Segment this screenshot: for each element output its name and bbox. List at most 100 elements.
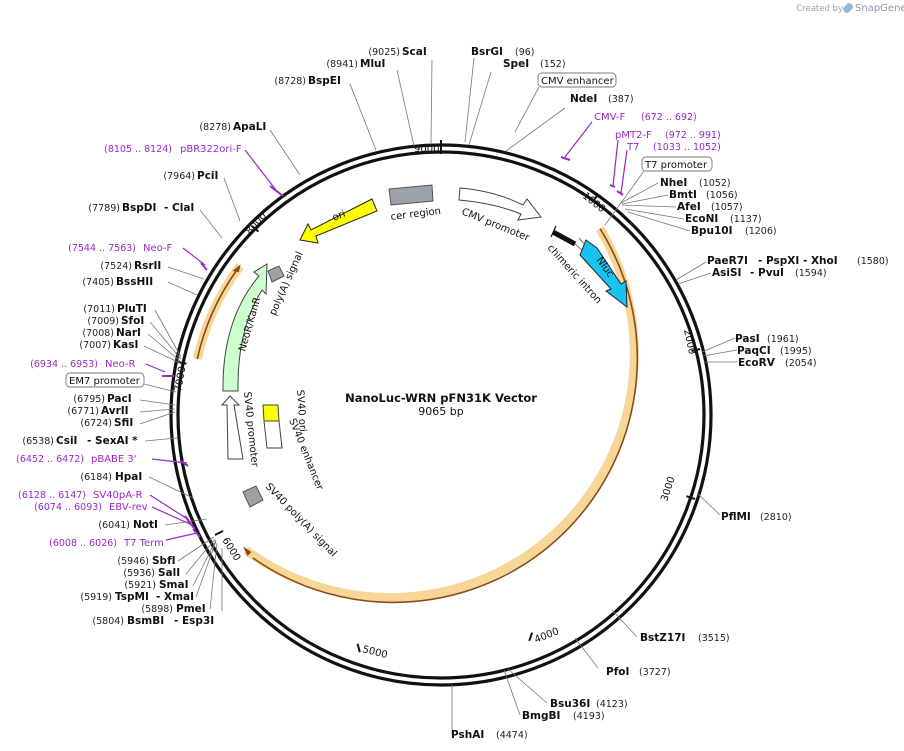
site-name-scai: ScaI [402, 46, 427, 58]
site-name-paqci: PaqCI [737, 345, 771, 357]
tick-label-3000: 3000 [659, 475, 677, 503]
site-pos-kasi: (7007) [79, 340, 111, 351]
site-name-sfii: SfiI [114, 417, 133, 429]
site-name-bsmbi: BsmBI [127, 615, 164, 627]
neokan-feature-arrow [222, 263, 268, 392]
site-name-bmti: BmtI [669, 189, 697, 201]
site-name-pluti: PluTI [117, 303, 147, 315]
tick-label-2000: 2000 [681, 328, 697, 355]
primer-pbabe3-marker [180, 460, 189, 467]
site-name-pmei: PmeI [176, 603, 206, 615]
site-name-bspei: BspEI [308, 75, 341, 87]
sv40-promoter-label: SV40 promoter [241, 391, 260, 468]
site-name-csii: CsiI [56, 435, 77, 447]
primer-range-t7: (1033 .. 1052) [653, 142, 721, 153]
sv40-polya-label: SV40 poly(A) signal [263, 481, 339, 559]
snapgene-logo-icon [843, 3, 853, 13]
site-name-bstz17i: BstZ17I [640, 632, 685, 644]
primer-name-t7-term: T7 Term [123, 538, 164, 549]
cmv-enhancer-leader [514, 86, 540, 133]
site-name-spei: SpeI [503, 58, 529, 70]
leader-lines [139, 57, 738, 734]
site-name-paer7i: PaeR7I [707, 255, 748, 267]
site-extra-xmai: - XmaI [156, 591, 194, 603]
site-pos-csii: (6538) [22, 436, 54, 447]
site-name-pfoi: PfoI [606, 666, 629, 678]
site-name-sbfi: SbfI [152, 555, 176, 567]
site-name-asisi: AsiSI [712, 267, 741, 279]
site-pos-bsmbi: (5804) [92, 616, 124, 627]
site-pos-afei: (1057) [711, 202, 743, 213]
primer-neo-f-marker [200, 262, 208, 271]
site-pos-pluti: (7011) [83, 304, 115, 315]
intron-bar [551, 229, 577, 247]
creator-credit: Created by SnapGene [796, 3, 904, 14]
primer-range-neo-f: (7544 .. 7563) [68, 243, 136, 254]
primer-labels: (8105 .. 8124) pBR322ori-F (7544 .. 7563… [16, 112, 721, 549]
site-pos-pcii: (7964) [163, 171, 195, 182]
site-extra-pspxi-xhoi: - PspXI - XhoI [758, 255, 838, 267]
site-pos-pmei: (5898) [141, 604, 173, 615]
site-pos-apali: (8278) [199, 122, 231, 133]
t7-promoter-label: T7 promoter [644, 160, 708, 171]
site-name-paci: PacI [107, 393, 132, 405]
cmv-promoter-arrow [458, 187, 542, 221]
site-name-sfoi: SfoI [121, 315, 144, 327]
nluc-feature-arrow [579, 239, 628, 309]
site-pos-bmgbi: (4193) [573, 711, 605, 722]
polya-box [267, 265, 285, 283]
primer-name-pbabe3: pBABE 3' [91, 454, 137, 465]
primer-name-neo-f: Neo-F [143, 243, 173, 254]
primer-name-cmv-f: CMV-F [594, 112, 625, 123]
site-pos-hpai: (6184) [80, 472, 112, 483]
orf-highlight-large [243, 226, 639, 603]
site-pos-tspmi: (5919) [80, 592, 112, 603]
primer-pbr322ori-f-marker [269, 185, 284, 197]
orf-arrowhead-large-icon [243, 546, 252, 556]
site-pos-bsrgi: (96) [515, 47, 535, 58]
primer-leaders [145, 121, 628, 541]
brand-name: SnapGene [855, 3, 904, 14]
site-pos-paci: (6795) [73, 394, 105, 405]
primer-range-pmt2-f: (972 .. 991) [665, 130, 721, 141]
site-name-noti: NotI [133, 519, 158, 531]
site-name-sali: SalI [158, 567, 180, 579]
site-pos-pasi: (1961) [767, 334, 799, 345]
site-pos-paqci: (1995) [780, 346, 812, 357]
site-pos-bspei: (8728) [274, 76, 306, 87]
site-pos-bsshii: (7405) [82, 277, 114, 288]
site-name-bsshii: BssHII [116, 276, 153, 288]
sv40-ori-box [262, 404, 280, 422]
site-pos-nhei: (1052) [699, 178, 731, 189]
sv40-enhancer-box [263, 420, 283, 449]
primer-range-t7-term: (6008 .. 6026) [49, 538, 117, 549]
primer-range-neo-r: (6934 .. 6953) [30, 359, 98, 370]
cmv-enhancer-label: CMV enhancer [541, 76, 615, 87]
site-pos-bstz17i: (3515) [698, 633, 730, 644]
site-name-ndei: NdeI [570, 93, 597, 105]
primer-markers [162, 156, 624, 538]
site-name-bsu36i: Bsu36I [550, 698, 590, 710]
site-name-pflmi: PflMI [721, 511, 751, 523]
site-pos-smai: (5921) [124, 580, 156, 591]
site-pos-mlui: (8941) [326, 59, 358, 70]
site-name-ecorv: EcoRV [738, 357, 776, 369]
site-name-mlui: MluI [360, 58, 385, 70]
site-name-rsrii: RsrII [134, 260, 161, 272]
site-extra-pvui: - PvuI [750, 267, 784, 279]
site-name-nhei: NheI [660, 177, 687, 189]
site-pos-pflmi: (2810) [760, 512, 792, 523]
site-name-bpu10i: Bpu10I [691, 225, 733, 237]
tick-label-9000: 9000 [414, 144, 439, 155]
primer-name-sv40pa-r: SV40pA-R [93, 490, 142, 501]
cer-region-box [388, 184, 434, 206]
site-pos-bsu36i: (4123) [596, 699, 628, 710]
intron-cap-left [550, 225, 557, 238]
primer-pmt2-t7-markers [609, 184, 624, 196]
site-pos-sfii: (6724) [80, 418, 112, 429]
primer-name-neo-r: Neo-R [105, 359, 136, 370]
site-pos-econi: (1137) [730, 214, 762, 225]
site-pos-rsrii: (7524) [100, 261, 132, 272]
site-pos-asisi: (1594) [795, 268, 827, 279]
site-pos-noti: (6041) [98, 520, 130, 531]
